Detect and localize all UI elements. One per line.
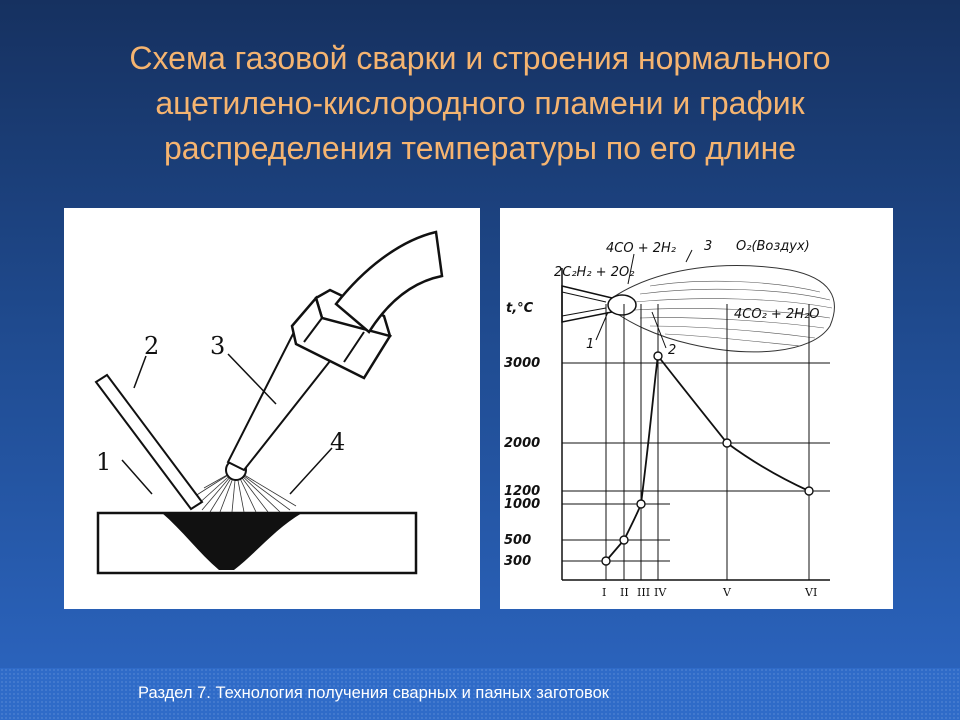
x-tick-label: VI xyxy=(804,586,817,599)
y-tick-label: 3000 xyxy=(504,356,540,371)
y-tick-label: 300 xyxy=(504,554,531,569)
y-tick-label: 500 xyxy=(504,533,531,548)
title-line-1: Схема газовой сварки и строения нормальн… xyxy=(129,40,831,76)
flame-inner-core xyxy=(607,294,637,316)
flame-envelope xyxy=(611,265,835,353)
zone-label-3: 3 xyxy=(704,239,712,254)
data-point-III xyxy=(636,499,646,509)
x-tick-label: I xyxy=(602,586,606,599)
filler-rod xyxy=(94,373,204,511)
flame-hatching xyxy=(634,280,833,347)
x-tick-label: III xyxy=(637,586,650,599)
y-tick-label: 2000 xyxy=(504,436,540,451)
temperature-graph-panel: t,°C 2C₂H₂ + 2O₂ 4CO + 2H₂ O₂(Воздух) 4C… xyxy=(500,208,893,609)
y-tick-label: 1200 xyxy=(504,484,540,499)
slide-title: Схема газовой сварки и строения нормальн… xyxy=(40,36,920,171)
x-tick-label: II xyxy=(620,586,629,599)
torch-nozzle xyxy=(561,285,613,323)
title-line-2: ацетилено-кислородного пламени и график xyxy=(155,85,805,121)
data-point-V xyxy=(722,438,732,448)
data-point-IV xyxy=(653,351,663,361)
weld-pool xyxy=(162,513,302,570)
y-axis-label: t,°C xyxy=(506,301,534,316)
welding-scheme-diagram: 1 2 3 4 xyxy=(94,230,444,575)
welding-scheme-panel: 1 2 3 4 xyxy=(64,208,480,609)
label-filler-rod: 2 xyxy=(144,332,159,360)
data-point-I xyxy=(601,556,611,566)
data-point-VI xyxy=(804,486,814,496)
title-line-3: распределения температуры по его длине xyxy=(163,130,797,166)
x-tick-label: V xyxy=(722,586,732,599)
data-point-II xyxy=(619,535,629,545)
zone-label-2: 2 xyxy=(668,343,676,358)
footer-caption: Раздел 7. Технология получения сварных и… xyxy=(138,684,609,702)
reaction-1-label: 2C₂H₂ + 2O₂ xyxy=(554,265,634,280)
y-tick-label: 1000 xyxy=(504,497,540,512)
x-tick-label: IV xyxy=(654,586,667,599)
torch-hose xyxy=(334,230,444,334)
footer-band xyxy=(0,668,960,720)
label-torch-tip: 3 xyxy=(210,332,225,360)
label-flame: 4 xyxy=(330,428,345,456)
reaction-4-label: 4CO₂ + 2H₂O xyxy=(734,307,819,322)
temperature-curve xyxy=(605,353,810,562)
temperature-graph: t,°C 2C₂H₂ + 2O₂ 4CO + 2H₂ O₂(Воздух) 4C… xyxy=(504,239,835,599)
reaction-3-label: O₂(Воздух) xyxy=(736,239,810,254)
zone-label-1: 1 xyxy=(586,337,594,352)
nut-body xyxy=(290,295,392,380)
reaction-2-label: 4CO + 2H₂ xyxy=(606,241,676,256)
label-base-metal: 1 xyxy=(96,448,111,476)
